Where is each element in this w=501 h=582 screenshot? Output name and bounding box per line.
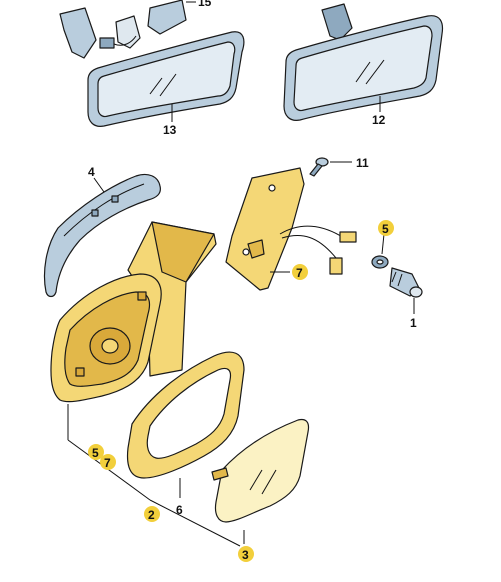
mirror-housing-2: [50, 221, 217, 403]
mirror-mount-12: [321, 3, 353, 41]
plate-hole-a: [268, 184, 276, 192]
mirror-glass-13: [97, 41, 236, 118]
callout-7-top: 7: [296, 266, 303, 280]
callout-3: 3: [242, 548, 249, 562]
mount-arm-face: [151, 221, 215, 283]
glass-glare-12a: [355, 61, 371, 83]
callout-5-right: 5: [382, 222, 389, 236]
mirror-mount-bracket: [59, 7, 97, 59]
callout-5-left: 5: [92, 446, 99, 460]
ring-6-inner: [146, 367, 232, 459]
badge-5-right: [378, 220, 394, 236]
callout-2: 2: [148, 508, 155, 522]
housing-tab-b: [137, 291, 147, 301]
adjust-motor-hub: [101, 338, 119, 354]
glass-glare-13a: [149, 77, 163, 95]
glass-3-glare-b: [261, 469, 277, 495]
glass-glare-13b: [159, 73, 177, 97]
callout-13: 13: [163, 123, 177, 137]
badge-7-left: [100, 454, 116, 470]
callout-7-left: 7: [104, 456, 111, 470]
plate-bracket: [247, 239, 265, 259]
socket-1-cap: [409, 286, 423, 298]
mirror-cap-4: [43, 173, 161, 298]
callout-15: 15: [198, 0, 212, 9]
interior-mirror-13: [59, 0, 245, 127]
cap-4-body: [43, 173, 161, 298]
nut-5: [371, 255, 389, 269]
screw-11: [309, 157, 329, 177]
connector-a: [339, 231, 357, 243]
badge-3: [238, 546, 254, 562]
mirror-mount-stem: [115, 15, 141, 49]
housing-tab-a: [75, 367, 85, 377]
screw-11-shank: [309, 163, 323, 177]
cap-4-clip-a: [91, 209, 99, 217]
wire-b: [281, 235, 337, 259]
callout-12: 12: [372, 113, 386, 127]
badge-2: [144, 506, 160, 522]
plate-hole-b: [242, 248, 250, 256]
glass-3-glare-a: [249, 469, 263, 491]
badge-5-left: [88, 444, 104, 460]
connector-b: [329, 257, 343, 275]
mirror-glass-3: [211, 418, 310, 523]
interior-mirror-12: [283, 3, 444, 121]
cap-4-edge: [63, 183, 145, 237]
trim-ring-6: [126, 351, 245, 479]
bulb-socket-1: [389, 267, 423, 298]
mirror-glass-12: [293, 25, 433, 112]
callout-1: 1: [410, 316, 417, 330]
callout-11: 11: [356, 156, 369, 170]
nut-5-hole: [376, 259, 384, 265]
glass-glare-12b: [365, 59, 385, 85]
leader-to-2: [67, 439, 151, 501]
callout-4: 4: [88, 165, 95, 179]
leader-5-right: [381, 233, 385, 255]
socket-1-rib-a: [391, 271, 397, 283]
mirror-wire: [113, 35, 137, 46]
plate-7: [225, 167, 305, 291]
wire-a: [279, 225, 345, 239]
badge-7-top: [292, 264, 308, 280]
mirror-mount-cover: [147, 0, 187, 35]
leader-4: [93, 177, 105, 193]
glass-3-clip: [211, 467, 229, 481]
leader-to-3: [149, 499, 241, 547]
cap-4-clip-b: [111, 195, 119, 203]
bracket-plate-7: [225, 167, 357, 291]
callout-6: 6: [176, 503, 183, 517]
mirror-connector: [99, 37, 115, 49]
socket-1-rib-b: [397, 273, 403, 287]
